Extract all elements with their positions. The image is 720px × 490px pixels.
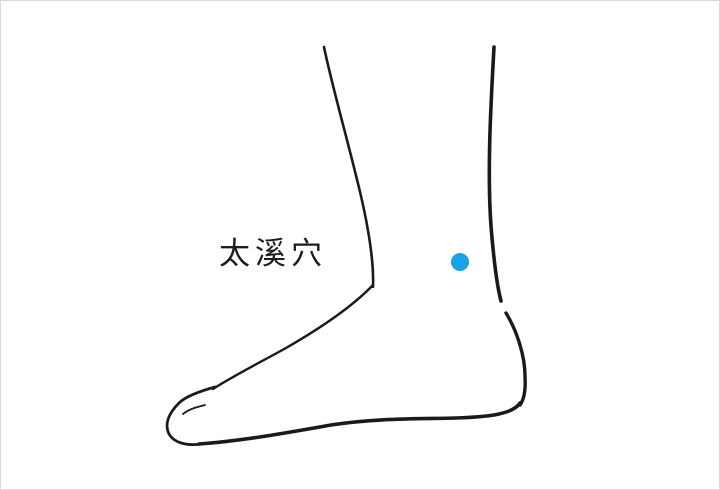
toe-detail-outline: [182, 404, 206, 415]
sole-outline: [197, 401, 522, 446]
taixi-acupoint-marker: [451, 253, 469, 271]
toe-outline: [165, 385, 217, 446]
back-leg-outline: [487, 45, 503, 303]
heel-outline: [504, 311, 527, 407]
acupoint-label: 太溪穴: [219, 236, 327, 272]
front-leg-outline: [322, 45, 375, 289]
instep-outline: [211, 283, 375, 391]
